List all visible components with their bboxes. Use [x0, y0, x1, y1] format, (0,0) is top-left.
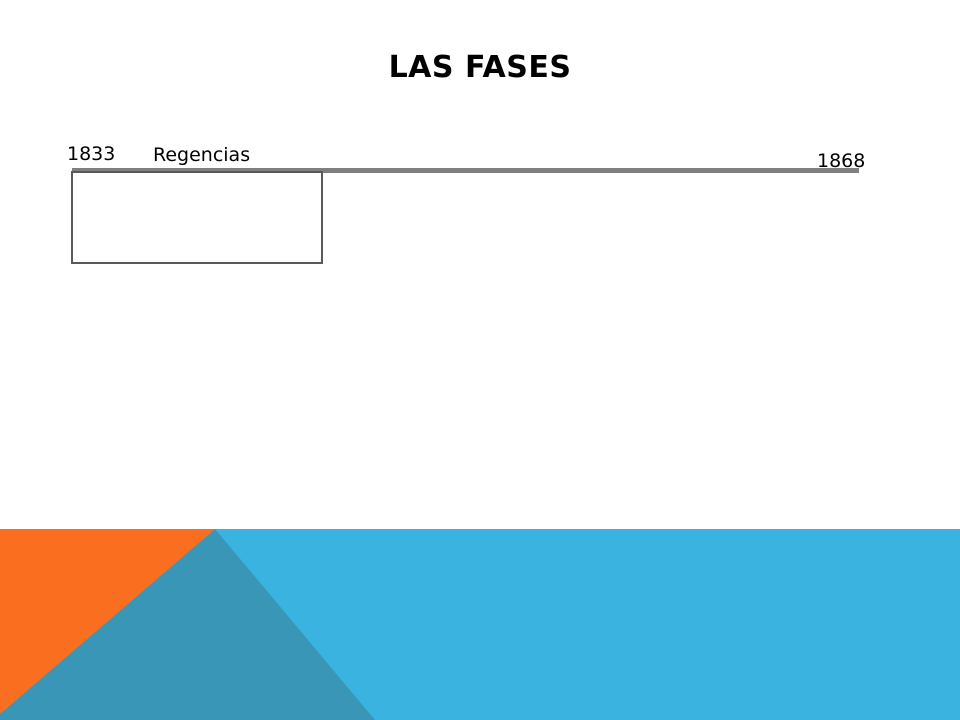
footer-decoration	[0, 529, 960, 720]
slide-title: LAS FASES	[388, 50, 572, 85]
timeline-start-year: 1833	[67, 143, 116, 165]
timeline-line	[72, 168, 859, 173]
phase-box-regencias	[71, 171, 323, 264]
footer-orange-triangle	[0, 529, 215, 714]
phase-label-regencias: Regencias	[153, 144, 251, 166]
timeline-end-year: 1868	[817, 150, 866, 172]
